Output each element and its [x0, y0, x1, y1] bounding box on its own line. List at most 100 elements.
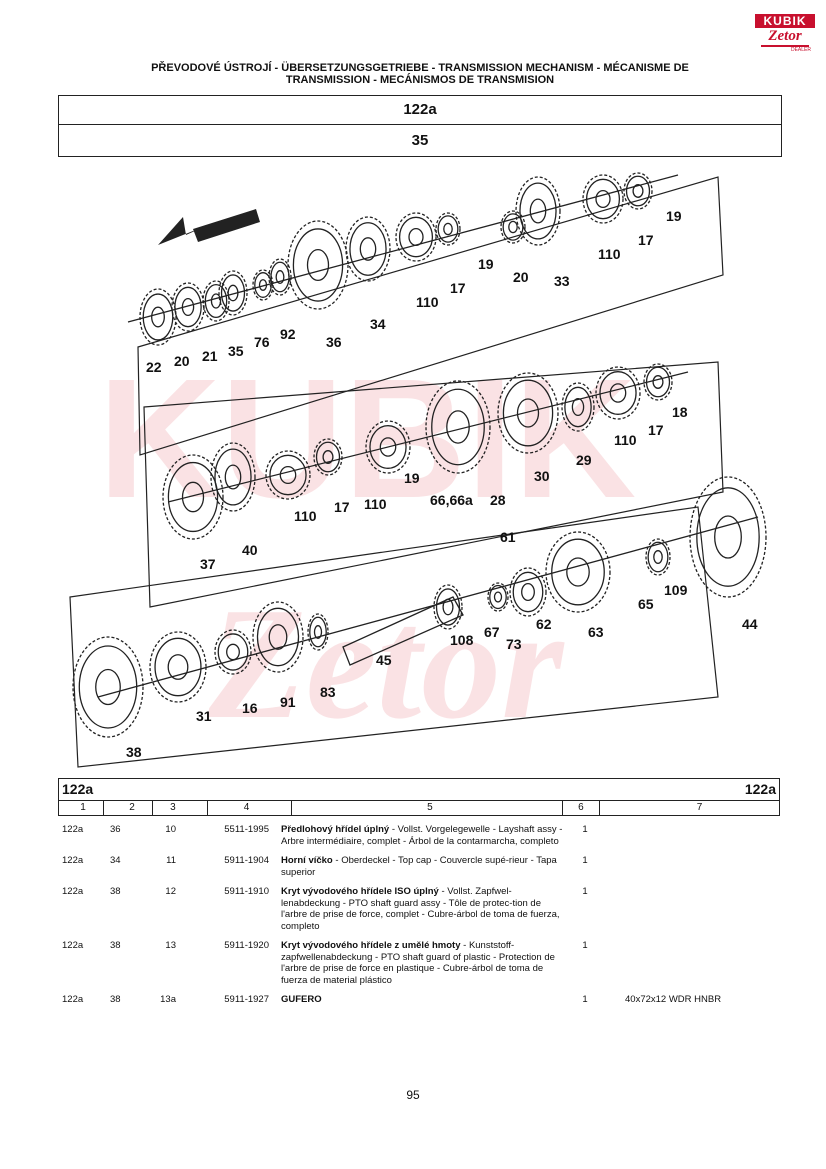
panel-3-callout: 38 [126, 744, 142, 760]
panel-1-part-10-rim [437, 215, 459, 243]
col-head-5: 5 [292, 801, 563, 815]
panel-3-part-1-rim [78, 645, 138, 729]
svg-text:Zetor: Zetor [207, 574, 565, 752]
group-code-box: 122a [58, 95, 782, 125]
panel-1-part-12-rim [519, 182, 557, 240]
panel-1-part-9-rim [398, 216, 434, 258]
panel-2-part-3-rim [269, 454, 307, 496]
cell-description: Předlohový hřídel úplný - Vollst. Vorgel… [275, 824, 565, 847]
panel-3-part-3 [214, 629, 252, 675]
panel-2-part-8-bore [571, 397, 585, 417]
panel-3-part-10 [645, 538, 671, 576]
panel-1-outline [137, 176, 724, 456]
panel-1-part-4 [218, 270, 248, 316]
cell-fig: 38 [110, 886, 121, 897]
panel-2-part-1-bore [181, 481, 205, 513]
panel-2-callout: 19 [404, 470, 420, 486]
table-row: 122a 38 13 5911-1920 Kryt vývodového hří… [58, 940, 780, 986]
panel-2-part-9-bore [609, 383, 627, 403]
part-translations: - Vollst. Zapfwel-lenabdeckung - PTO sha… [281, 886, 560, 932]
panel-3-callout: 91 [280, 694, 296, 710]
panel-2-part-10-bore [652, 375, 664, 389]
panel-3-part-8-bore [521, 582, 535, 602]
cell-note [605, 855, 780, 878]
panel-3-callout: 73 [506, 636, 522, 652]
panel-1-part-6-rim [270, 261, 290, 293]
panel-2-callout: 17 [648, 422, 664, 438]
panel-1-part-4-rim [220, 274, 246, 312]
panel-1-callout: 76 [254, 334, 270, 350]
panel-3-callout: 63 [588, 624, 604, 640]
panel-1-part-8-bore [359, 237, 377, 261]
panel-3-callout: 45 [376, 652, 392, 668]
logo-underline [761, 45, 809, 47]
panel-1-part-13 [582, 174, 624, 224]
panel-2-part-4-rim [315, 441, 341, 473]
cell-position: 10 [165, 824, 176, 835]
panel-1-callout: 92 [280, 326, 296, 342]
panel-3-callout: 109 [664, 582, 688, 598]
panel-2-callout: 28 [490, 492, 506, 508]
part-name: Kryt vývodového hřídele ISO úplný [281, 886, 439, 897]
cell-fig: 38 [110, 994, 121, 1005]
col-head-2: 2 [104, 801, 153, 815]
cell-description: GUFERO [275, 994, 565, 1006]
page-title: PŘEVODOVÉ ÚSTROJÍ - ÜBERSETZUNGSGETRIEBE… [80, 62, 760, 86]
panel-3-part-5-bore [313, 625, 323, 639]
cell-group: 122a [62, 994, 84, 1005]
panel-3-part-6 [433, 584, 463, 630]
cell-quantity: 1 [582, 855, 588, 866]
logo-kubik-text: KUBIK [755, 14, 815, 28]
panel-2-part-10 [643, 363, 673, 401]
panel-1-part-14-bore [632, 184, 644, 198]
cell-part-number: 5911-1920 [224, 940, 269, 951]
panel-2-callout: 30 [534, 468, 550, 484]
parts-table-header-row: 122a 122a [58, 778, 780, 801]
panel-3-part-9-bore [566, 557, 590, 587]
panel-1-callout: 20 [513, 269, 529, 285]
panel-1-part-6-bore [275, 270, 285, 284]
logo-brand-text: Zetor [768, 28, 802, 44]
cell-group: 122a [62, 824, 84, 835]
part-name: Horní víčko [281, 855, 333, 866]
cell-position: 11 [166, 855, 176, 866]
panel-2-part-1 [162, 454, 224, 540]
cell-quantity: 1 [582, 940, 588, 951]
panel-1-part-7 [287, 220, 349, 310]
cell-position: 13a [160, 994, 176, 1005]
panel-2-callout: 40 [242, 542, 258, 558]
panel-3-part-2-bore [167, 654, 189, 680]
panel-1-part-7-bore [306, 248, 330, 282]
cell-quantity: 1 [582, 886, 588, 897]
panel-3-part-1-bore [95, 668, 121, 706]
panel-2-outline [143, 361, 724, 608]
panel-3-axis [97, 516, 759, 698]
panel-2-part-2 [210, 442, 256, 512]
panel-outlines [69, 176, 724, 768]
panel-1-callout: 17 [450, 280, 466, 296]
panel-1-callout: 110 [598, 246, 621, 262]
panel-3-callout: 16 [242, 700, 258, 716]
panel-3-part-11-bore [714, 515, 742, 559]
panel-3-part-4-bore [268, 624, 288, 650]
panel-2-axis [167, 371, 689, 503]
panel-3-callout: 67 [484, 624, 500, 640]
col-head-7: 7 [696, 802, 703, 813]
part-translations: - Kunststoff-zapfwellenabdeckung - PTO s… [281, 940, 555, 986]
title-line-2: TRANSMISSION - MECÁNISMOS DE TRANSMISION [285, 74, 555, 86]
cell-description: Horní víčko - Oberdeckel - Top cap - Cou… [275, 855, 565, 878]
panel-3-part-9-rim [551, 538, 605, 606]
cell-part-number: 5911-1927 [224, 994, 269, 1005]
panel-3-part-11 [689, 476, 767, 598]
panel-2-part-7 [497, 372, 559, 454]
panel-3-callout: 31 [196, 708, 212, 724]
panel-2-part-6-rim [431, 388, 485, 466]
part-name: Předlohový hřídel úplný [281, 824, 390, 835]
panel-1-part-14 [623, 172, 653, 210]
col-head-3: 3 [153, 801, 208, 815]
title-line-1: PŘEVODOVÉ ÚSTROJÍ - ÜBERSETZUNGSGETRIEBE… [151, 62, 689, 74]
cell-part-number: 5511-1995 [224, 824, 269, 835]
col-head-4: 4 [208, 801, 293, 815]
cell-fig: 34 [110, 855, 121, 866]
